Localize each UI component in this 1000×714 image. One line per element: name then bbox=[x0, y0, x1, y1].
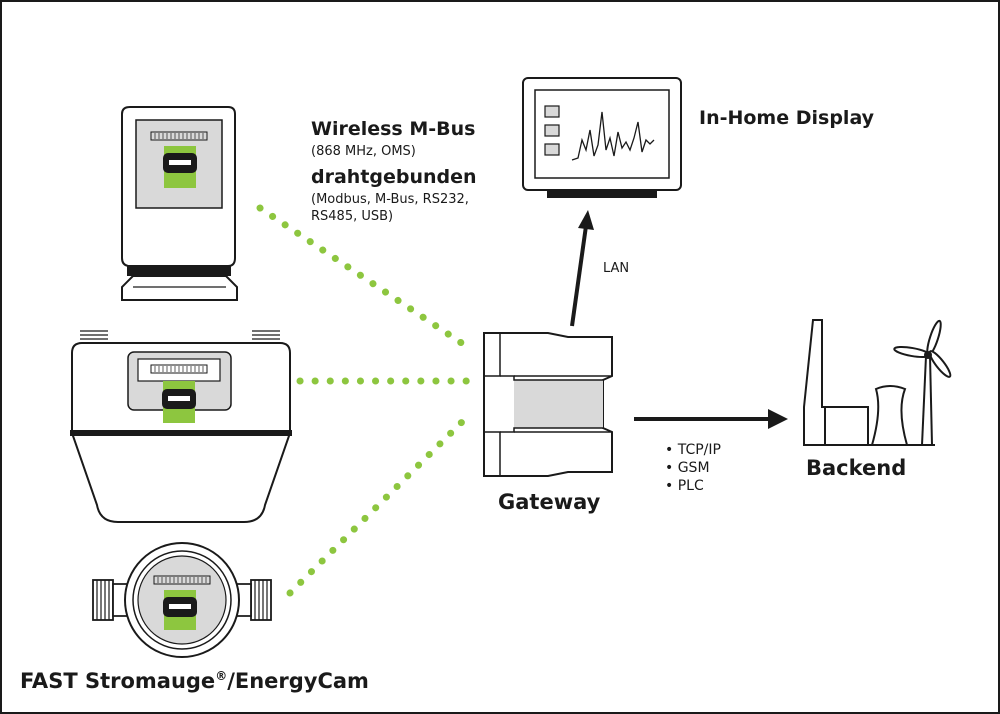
product-name: FAST Stromauge bbox=[20, 669, 216, 693]
gateway-device bbox=[483, 332, 613, 477]
electricity-meter bbox=[121, 106, 238, 301]
protocol-item: • GSM bbox=[665, 460, 710, 476]
lan-arrow bbox=[570, 210, 594, 327]
backend-label: Backend bbox=[806, 456, 907, 480]
connection-water-meter bbox=[286, 408, 476, 597]
water-meter bbox=[92, 542, 272, 658]
product-suffix: /EnergyCam bbox=[227, 669, 369, 693]
in-home-display bbox=[522, 77, 682, 198]
wired-detail-line-1: (Modbus, M-Bus, RS232, bbox=[311, 192, 469, 207]
wireless-connections bbox=[256, 204, 476, 597]
lan-label: LAN bbox=[603, 261, 630, 276]
gateway-label: Gateway bbox=[498, 490, 601, 514]
protocol-list: • TCP/IP • GSM • PLC bbox=[665, 441, 721, 495]
wired-title: drahtgebunden bbox=[311, 166, 477, 188]
gas-meter bbox=[70, 330, 292, 523]
display-label: In-Home Display bbox=[699, 107, 875, 129]
product-title: FAST Stromauge®/EnergyCam bbox=[20, 669, 369, 693]
wireless-mbus-detail: (868 MHz, OMS) bbox=[311, 144, 416, 159]
wired-detail-line-2: RS485, USB) bbox=[311, 209, 394, 224]
connection-electricity-meter bbox=[256, 204, 476, 354]
power-plant bbox=[803, 319, 952, 446]
wireless-mbus-title: Wireless M-Bus bbox=[311, 118, 476, 140]
protocol-item: • TCP/IP bbox=[665, 442, 721, 458]
protocol-item: • PLC bbox=[665, 478, 704, 494]
registered-mark: ® bbox=[215, 669, 228, 683]
backend-arrow bbox=[634, 409, 788, 429]
